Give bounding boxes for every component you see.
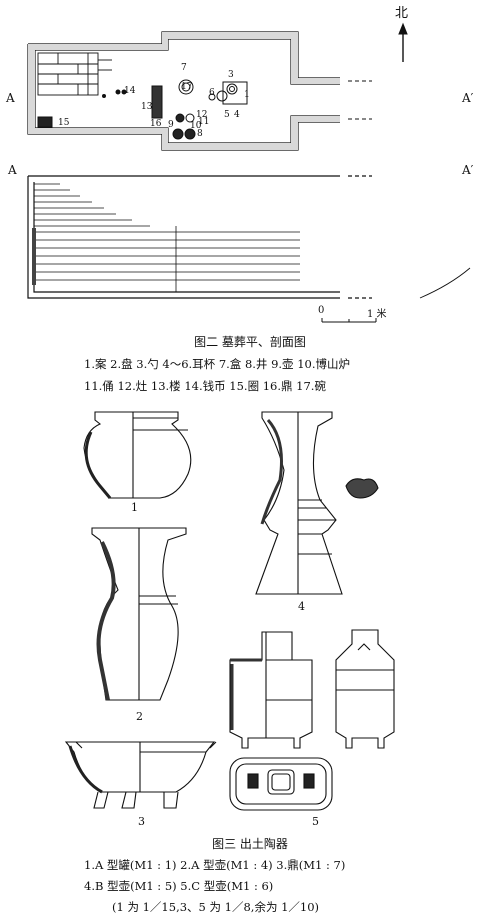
- section-label-right: A′: [462, 163, 474, 177]
- section-brick-courses: [32, 183, 300, 292]
- north-label: 北: [395, 6, 409, 21]
- plan-number: 3: [228, 70, 234, 80]
- figure-3-title: 图三 出土陶器: [212, 837, 288, 851]
- scale-zero: 0: [318, 305, 325, 316]
- plan-number: 1: [244, 90, 250, 100]
- plan-number: 10: [190, 121, 202, 131]
- vase-2-drawing: [91, 527, 187, 701]
- brick-platform: [37, 52, 112, 96]
- plan-label-left: A: [6, 91, 15, 105]
- plan-dashes: [348, 80, 372, 120]
- plan-label-right: A′: [462, 91, 474, 105]
- jar-1-drawing: [83, 411, 192, 499]
- section-outline: [27, 175, 471, 299]
- plan-number: 13: [141, 102, 153, 112]
- grave-goods: [37, 79, 248, 140]
- plan-number: 11: [198, 117, 210, 127]
- tripod-3-drawing: [64, 741, 217, 809]
- figure-3-label-4: 4: [298, 600, 305, 613]
- plan-number: 12: [196, 110, 208, 120]
- scale-unit: 1 米: [367, 309, 387, 320]
- plan-number: 17: [181, 82, 193, 92]
- tomb-plan-drawing: [27, 22, 471, 323]
- scale-bar: [321, 318, 377, 323]
- figure-3-label-5: 5: [312, 815, 319, 828]
- plan-number: 8: [197, 129, 203, 139]
- figure-3-legend-line-3: (1 为 1／15,3、5 为 1／8,余为 1／10): [112, 900, 320, 914]
- vase-5-section-drawing: [229, 631, 313, 749]
- plan-number: 9: [168, 120, 174, 130]
- figure-3-legend-line-2: 4.B 型壶(M1 : 5) 5.C 型壶(M1 : 6): [84, 879, 274, 893]
- plan-number: 16: [150, 119, 162, 129]
- plan-number: 15: [58, 118, 70, 128]
- plan-number: 6: [209, 88, 215, 98]
- figure-2-legend-line-2: 11.俑 12.灶 13.楼 14.钱币 15.圈 16.鼎 17.碗: [84, 379, 326, 393]
- figure-3-legend-line-1: 1.A 型罐(M1 : 1) 2.A 型壶(M1 : 4) 3.鼎(M1 : 7…: [84, 858, 346, 872]
- section-label-left: A: [8, 163, 17, 177]
- figure-2-title: 图二 墓葬平、剖面图: [194, 335, 306, 349]
- figure-3-label-2: 2: [136, 710, 143, 723]
- figure-2-legend-line-1: 1.案 2.盘 3.勺 4～6.耳杯 7.盒 8.井 9.壶 10.博山炉: [84, 357, 350, 371]
- figure-3-label-3: 3: [138, 815, 145, 828]
- plan-number: 7: [181, 63, 187, 73]
- figure-3-label-1: 1: [131, 501, 138, 514]
- plan-number: 5: [224, 110, 230, 120]
- vase-5-elevation-drawing: [335, 629, 395, 749]
- north-arrow-icon: [398, 22, 408, 62]
- plan-number: 4: [234, 110, 240, 120]
- plan-number: 14: [124, 86, 136, 96]
- vase-5-plan-drawing: [229, 757, 333, 811]
- vase-4-drawing: [255, 411, 379, 595]
